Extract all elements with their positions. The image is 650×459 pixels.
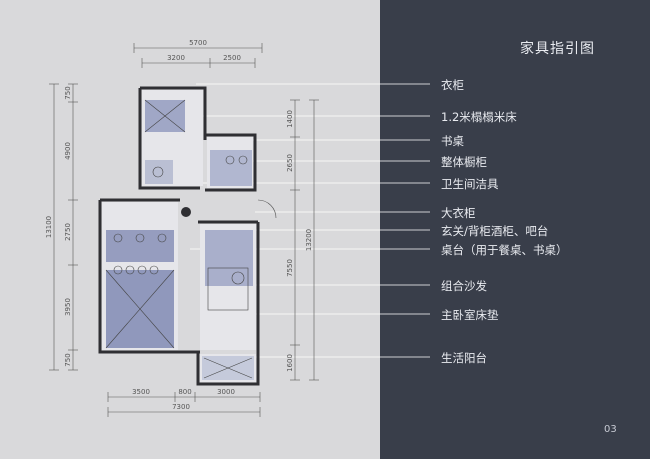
dim-top-total: 5700 bbox=[189, 39, 207, 47]
dim-top-b: 2500 bbox=[223, 54, 241, 62]
furniture-details bbox=[105, 99, 253, 379]
legend-item-table: 桌台（用于餐桌、书桌） bbox=[441, 243, 568, 257]
room-fills bbox=[102, 90, 256, 382]
dim-top-a: 3200 bbox=[167, 54, 185, 62]
legend-item-large-wardrobe: 大衣柜 bbox=[441, 206, 476, 220]
floor-plan-area bbox=[0, 0, 380, 459]
dim-bottom-c: 3000 bbox=[217, 388, 235, 396]
kitchen-cabinet bbox=[210, 150, 252, 186]
legend-item-sofa: 组合沙发 bbox=[441, 279, 487, 293]
legend-item-wardrobe: 衣柜 bbox=[441, 78, 464, 92]
dim-right-3: 7550 bbox=[286, 259, 294, 277]
dim-left-1: 750 bbox=[64, 86, 72, 99]
door-swing-icon bbox=[257, 199, 277, 219]
dim-bottom-b: 800 bbox=[178, 388, 191, 396]
dim-left-total: 13100 bbox=[45, 216, 53, 238]
dim-left-5: 750 bbox=[64, 353, 72, 366]
top-dimension bbox=[133, 43, 263, 68]
dim-right-2: 2650 bbox=[286, 154, 294, 172]
page-number: 03 bbox=[604, 424, 617, 435]
dining-table bbox=[106, 230, 174, 262]
legend-item-bathroom-fixtures: 卫生间洁具 bbox=[441, 177, 499, 191]
dim-left-2: 4900 bbox=[64, 142, 72, 160]
right-dimension bbox=[290, 99, 319, 381]
sofa-area bbox=[205, 230, 253, 286]
dim-left-4: 3950 bbox=[64, 298, 72, 316]
legend-item-kitchen-cabinet: 整体橱柜 bbox=[441, 155, 487, 169]
bathroom bbox=[145, 160, 173, 184]
legend-panel bbox=[380, 0, 650, 459]
legend-item-tatami-bed: 1.2米榻榻米床 bbox=[441, 110, 517, 124]
dim-right-1: 1400 bbox=[286, 110, 294, 128]
dim-right-4: 1600 bbox=[286, 354, 294, 372]
entry-door-icon bbox=[181, 207, 191, 217]
floor-plan-walls bbox=[98, 86, 260, 386]
dim-bottom-a: 3500 bbox=[132, 388, 150, 396]
legend-item-mattress: 主卧室床垫 bbox=[441, 308, 499, 322]
dim-right-total: 13200 bbox=[305, 229, 313, 251]
bottom-dimension bbox=[107, 392, 261, 417]
left-dimension bbox=[49, 83, 78, 371]
legend-item-entry-cabinet: 玄关/背柜酒柜、吧台 bbox=[441, 224, 549, 238]
legend-item-desk: 书桌 bbox=[441, 134, 464, 148]
dim-left-3: 2750 bbox=[64, 223, 72, 241]
dim-bottom-total: 7300 bbox=[172, 403, 190, 411]
page-title: 家具指引图 bbox=[520, 41, 595, 57]
legend-item-balcony: 生活阳台 bbox=[441, 351, 487, 365]
